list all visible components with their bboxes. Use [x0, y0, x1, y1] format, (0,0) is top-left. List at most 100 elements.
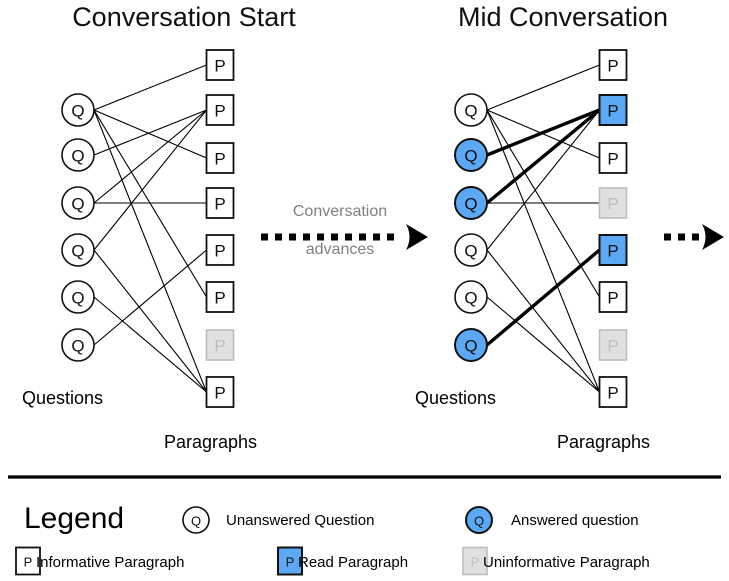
- paragraph-box-informative[interactable]: [598, 281, 628, 313]
- paragraph-box-informative[interactable]: [598, 376, 628, 408]
- paragraph-box-uninformative[interactable]: [205, 329, 235, 361]
- paragraph-box-informative[interactable]: [205, 187, 235, 219]
- paragraph-node-mid-conversation-2[interactable]: P: [598, 142, 628, 174]
- edge-mid-conversation-q0-p7: [486, 109, 601, 393]
- question-node-conversation-start-1[interactable]: Q: [61, 138, 95, 172]
- question-circle-unanswered[interactable]: [61, 138, 95, 172]
- paragraph-node-conversation-start-1[interactable]: P: [205, 94, 235, 126]
- question-node-conversation-start-0[interactable]: Q: [61, 93, 95, 127]
- question-label-conversation-start-0: Q: [71, 102, 84, 121]
- paragraph-box-informative[interactable]: [205, 49, 235, 81]
- conversation-advances-label-bottom: advances: [306, 241, 375, 258]
- question-circle-answered[interactable]: [454, 138, 488, 172]
- question-label-conversation-start-2: Q: [71, 195, 84, 214]
- paragraph-node-conversation-start-3[interactable]: P: [205, 187, 235, 219]
- edge-mid-conversation-q0-p0: [486, 64, 601, 111]
- paragraph-node-conversation-start-6[interactable]: P: [205, 329, 235, 361]
- edge-conversation-start-q3-p1: [93, 109, 208, 251]
- legend-box-letter-1: P: [286, 555, 295, 570]
- paragraph-node-mid-conversation-4[interactable]: P: [598, 234, 628, 266]
- question-circle-unanswered[interactable]: [454, 233, 488, 267]
- arrow-head: [406, 224, 428, 250]
- paragraph-node-mid-conversation-7[interactable]: P: [598, 376, 628, 408]
- paragraph-node-conversation-start-4[interactable]: P: [205, 234, 235, 266]
- paragraph-label-conversation-start-1: P: [214, 102, 225, 121]
- edge-mid-conversation-q1-p1: [485, 108, 602, 157]
- paragraph-box-informative[interactable]: [598, 142, 628, 174]
- question-label-mid-conversation-4: Q: [464, 289, 477, 308]
- legend-label-p-box-read: Read Paragraph: [298, 554, 408, 571]
- question-node-mid-conversation-5[interactable]: Q: [454, 328, 488, 362]
- paragraph-box-informative[interactable]: [205, 234, 235, 266]
- questions-axis-label-conversation-start: Questions: [22, 388, 103, 408]
- paragraph-node-mid-conversation-3[interactable]: P: [598, 187, 628, 219]
- paragraph-node-conversation-start-7[interactable]: P: [205, 376, 235, 408]
- question-circle-unanswered[interactable]: [454, 93, 488, 127]
- trailing-arrow-head: [702, 224, 724, 250]
- legend-label-p-box-informative: Informative Paragraph: [36, 554, 184, 571]
- question-circle-unanswered[interactable]: [61, 93, 95, 127]
- paragraph-node-mid-conversation-1[interactable]: P: [598, 94, 628, 126]
- paragraph-label-conversation-start-4: P: [214, 242, 225, 261]
- question-label-conversation-start-3: Q: [71, 242, 84, 261]
- paragraph-label-conversation-start-7: P: [214, 384, 225, 403]
- paragraphs-axis-label-conversation-start: Paragraphs: [164, 432, 257, 452]
- paragraph-node-conversation-start-5[interactable]: P: [205, 281, 235, 313]
- question-node-conversation-start-4[interactable]: Q: [61, 280, 95, 314]
- paragraph-box-uninformative[interactable]: [598, 329, 628, 361]
- paragraph-box-read[interactable]: [598, 234, 628, 266]
- paragraph-node-mid-conversation-5[interactable]: P: [598, 281, 628, 313]
- paragraph-label-mid-conversation-4: P: [607, 242, 618, 261]
- question-node-conversation-start-3[interactable]: Q: [61, 233, 95, 267]
- edge-group-conversation-start: [93, 64, 208, 393]
- arrow-dot: [373, 233, 380, 241]
- edge-conversation-start-q0-p2: [93, 109, 208, 159]
- paragraph-node-mid-conversation-6[interactable]: P: [598, 329, 628, 361]
- paragraph-label-mid-conversation-7: P: [607, 384, 618, 403]
- legend-label-q-circle-answered: Answered question: [511, 512, 639, 529]
- legend-box-letter-2: P: [471, 555, 480, 570]
- question-node-conversation-start-2[interactable]: Q: [61, 186, 95, 220]
- paragraph-node-mid-conversation-0[interactable]: P: [598, 49, 628, 81]
- question-node-mid-conversation-3[interactable]: Q: [454, 233, 488, 267]
- arrow-dot: [387, 233, 394, 241]
- question-circle-answered[interactable]: [454, 328, 488, 362]
- paragraph-box-uninformative[interactable]: [598, 187, 628, 219]
- edge-conversation-start-q0-p0: [93, 64, 208, 111]
- question-circle-unanswered[interactable]: [454, 280, 488, 314]
- legend-icon-letter-0: Q: [191, 514, 201, 529]
- paragraph-box-informative[interactable]: [205, 281, 235, 313]
- edge-mid-conversation-q3-p1: [486, 109, 601, 251]
- question-label-conversation-start-5: Q: [71, 337, 84, 356]
- paragraph-node-conversation-start-2[interactable]: P: [205, 142, 235, 174]
- question-node-mid-conversation-4[interactable]: Q: [454, 280, 488, 314]
- paragraph-box-informative[interactable]: [205, 94, 235, 126]
- question-circle-unanswered[interactable]: [61, 233, 95, 267]
- paragraph-box-informative[interactable]: [205, 376, 235, 408]
- question-node-mid-conversation-1[interactable]: Q: [454, 138, 488, 172]
- question-node-mid-conversation-0[interactable]: Q: [454, 93, 488, 127]
- paragraph-box-informative[interactable]: [205, 142, 235, 174]
- p-box-uninformative: [462, 546, 488, 576]
- question-circle-unanswered[interactable]: [61, 186, 95, 220]
- question-circle-unanswered[interactable]: [61, 328, 95, 362]
- question-label-mid-conversation-1: Q: [464, 147, 477, 166]
- paragraph-box-informative[interactable]: [598, 49, 628, 81]
- question-circle-unanswered[interactable]: [61, 280, 95, 314]
- legend-icon-letter-1: Q: [474, 514, 484, 529]
- question-node-conversation-start-5[interactable]: Q: [61, 328, 95, 362]
- legend-box-letter-0: P: [24, 555, 33, 570]
- paragraph-node-conversation-start-0[interactable]: P: [205, 49, 235, 81]
- arrow-dot: [303, 233, 310, 241]
- legend-label-p-box-uninformative: Uninformative Paragraph: [483, 554, 650, 571]
- paragraph-box-read[interactable]: [598, 94, 628, 126]
- question-circle-answered[interactable]: [454, 186, 488, 220]
- paragraph-label-conversation-start-6: P: [214, 337, 225, 356]
- paragraph-label-mid-conversation-1: P: [607, 102, 618, 121]
- trailing-arrow-dot: [692, 233, 699, 241]
- panel-conversation-start: Conversation StartQQQQQQPPPPPPPPQuestion…: [22, 2, 296, 452]
- question-node-mid-conversation-2[interactable]: Q: [454, 186, 488, 220]
